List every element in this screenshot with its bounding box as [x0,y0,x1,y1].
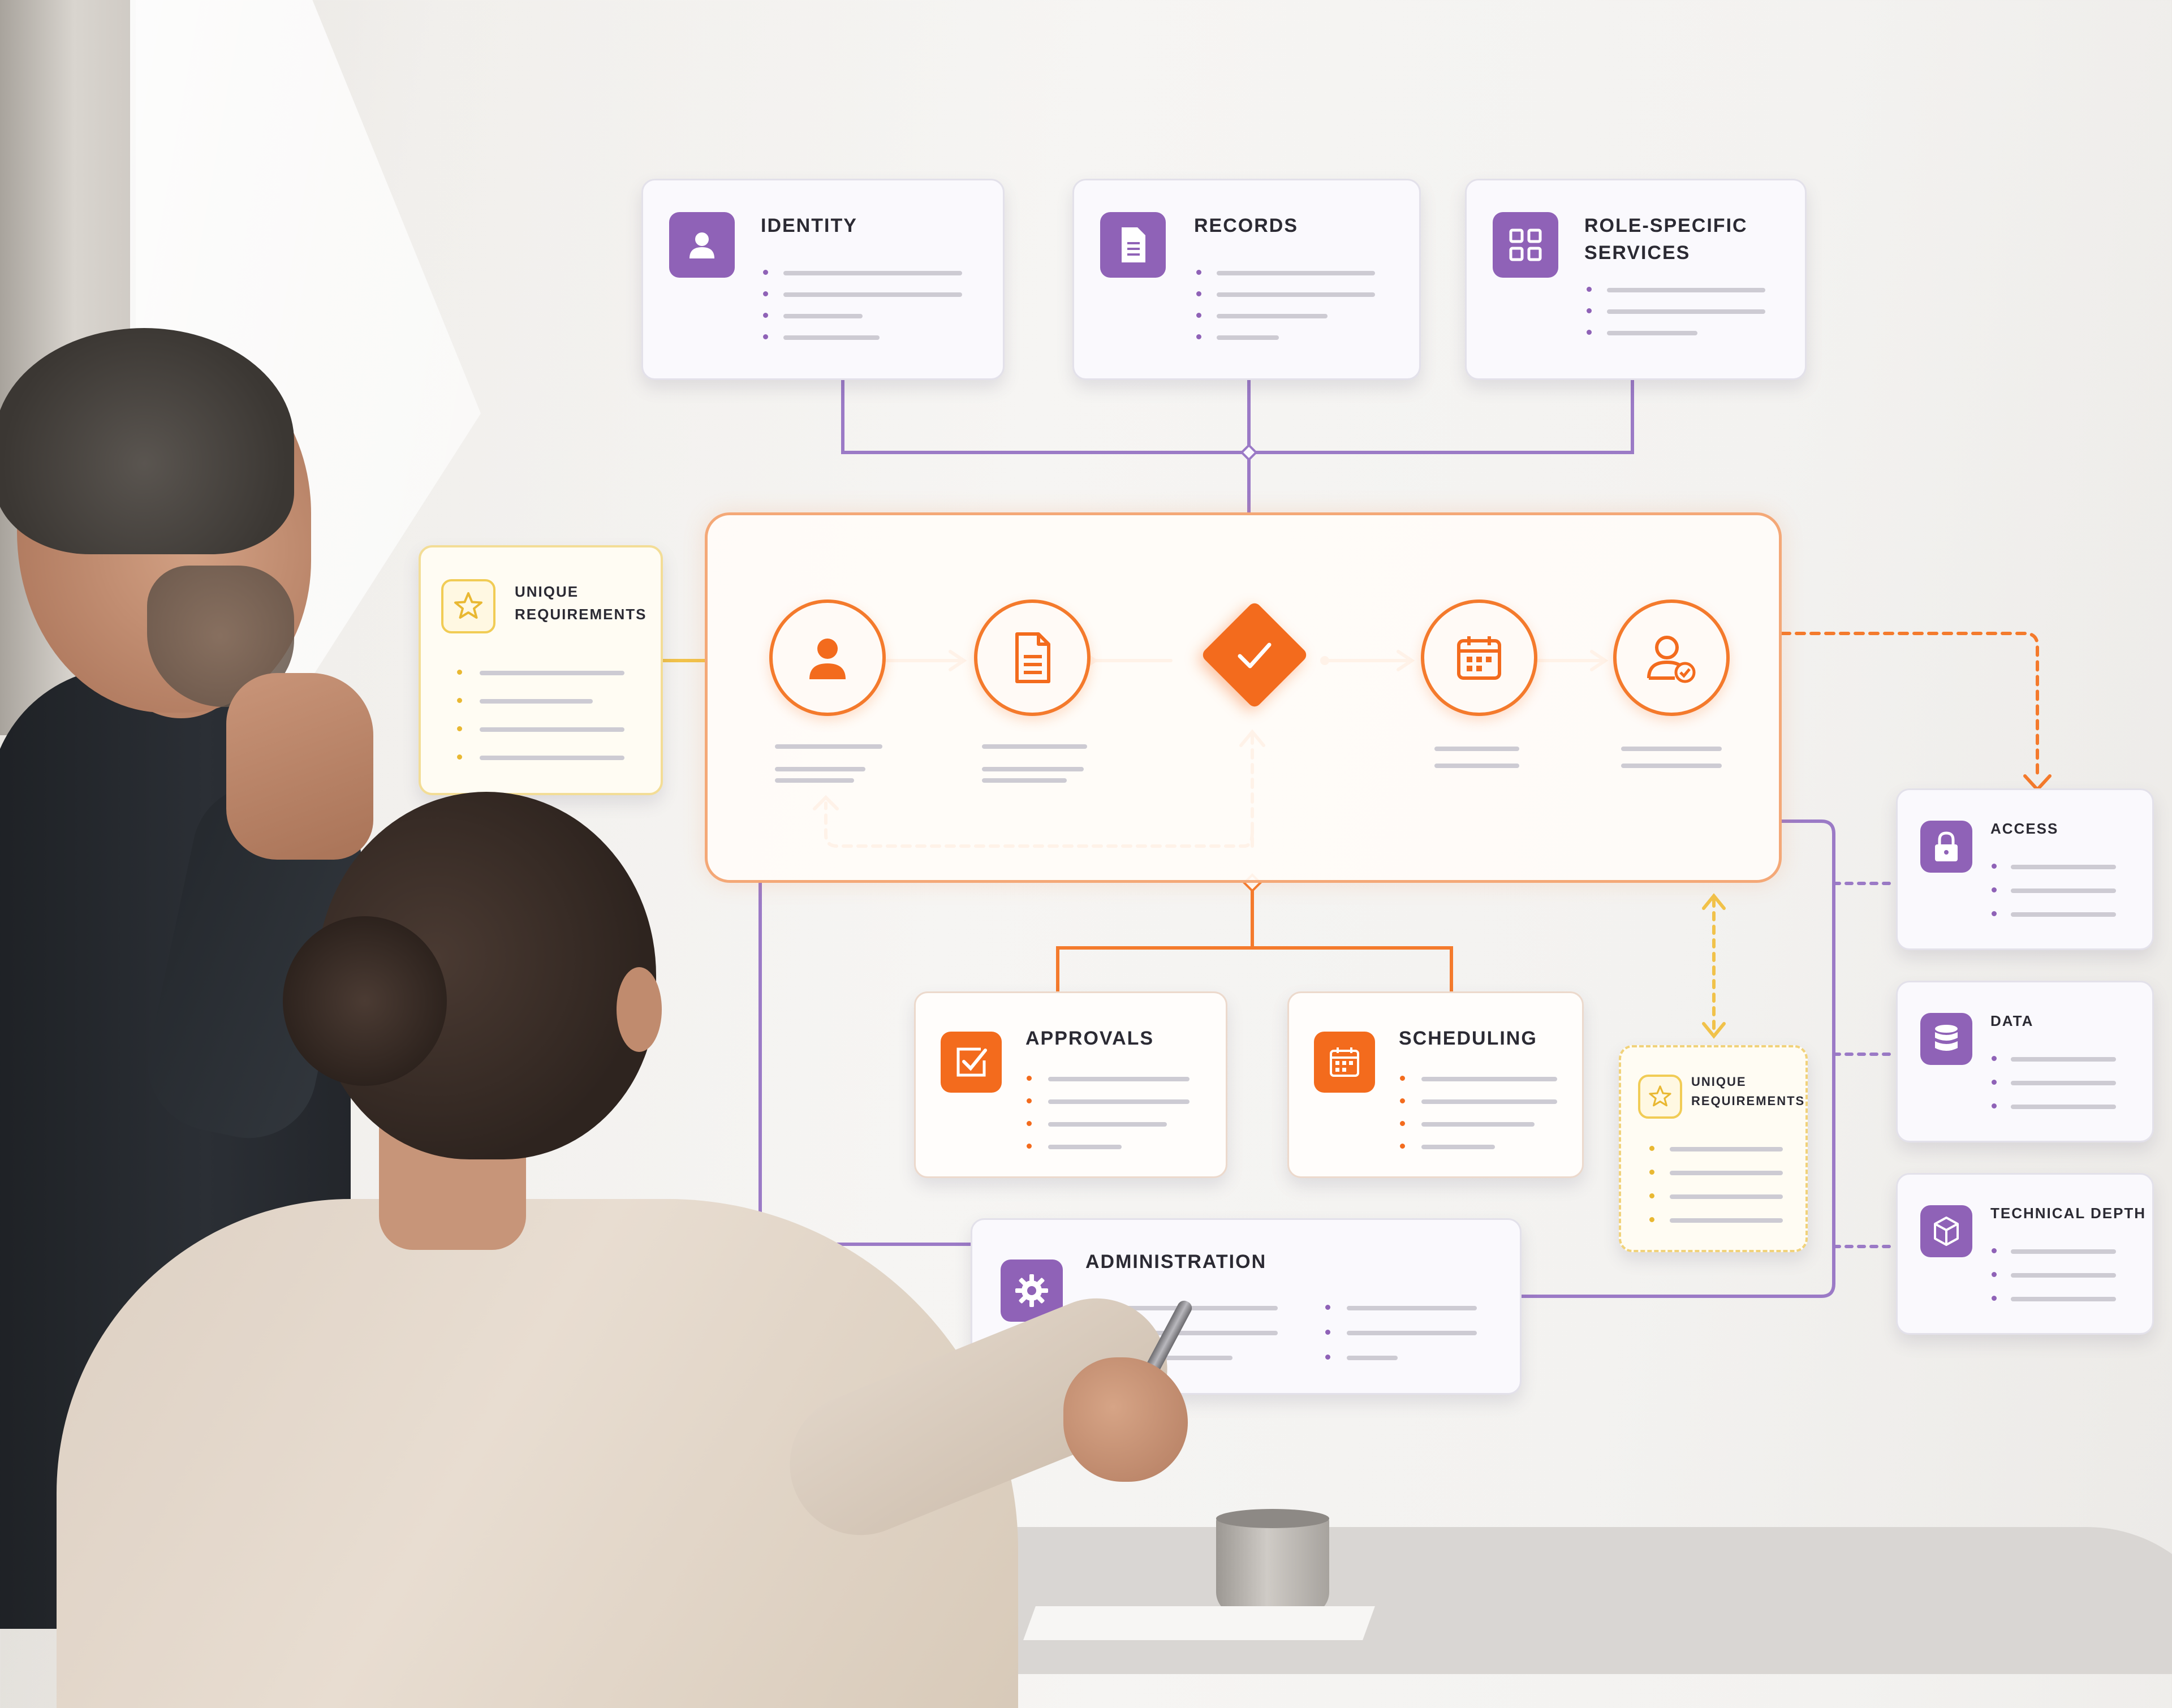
technical-depth-icon-box [1920,1205,1972,1257]
database-icon [1935,1025,1958,1051]
unique-requirements-right-card[interactable]: UNIQUE REQUIREMENTS [1619,1045,1808,1252]
user-check-icon [1647,636,1696,683]
checkmark-icon [1238,642,1272,668]
step-person[interactable] [769,599,886,716]
star-icon-box [441,579,495,633]
cube-icon [1934,1217,1959,1246]
approvals-icon-box [941,1032,1002,1093]
checkbox-icon [956,1047,987,1077]
step-document[interactable] [974,599,1091,716]
services-title: ROLE-SPECIFIC SERVICES [1584,215,1748,264]
approvals-card[interactable]: APPROVALS [914,991,1227,1178]
access-card[interactable]: ACCESS [1896,788,2154,950]
administration-title: ADMINISTRATION [1085,1251,1267,1273]
identity-card[interactable]: IDENTITY [641,179,1005,380]
role-specific-services-card[interactable]: ROLE-SPECIFIC SERVICES [1465,179,1807,380]
approvals-title: APPROVALS [1025,1028,1154,1049]
access-title: ACCESS [1990,820,2059,837]
man-hand [226,673,373,860]
unique-requirements-left-title: UNIQUE REQUIREMENTS [515,583,647,623]
step-calendar[interactable] [1421,599,1537,716]
identity-icon-box [669,212,735,278]
records-card[interactable]: RECORDS [1072,179,1421,380]
scheduling-title: SCHEDULING [1399,1028,1537,1049]
unique-requirements-left-card[interactable]: UNIQUE REQUIREMENTS [419,545,663,795]
scheduling-icon-box [1314,1032,1375,1093]
step-decision[interactable] [1200,600,1309,710]
document-icon [1015,632,1050,683]
unique-requirements-right-title: UNIQUE REQUIREMENTS [1691,1075,1805,1108]
star-icon [1649,1085,1671,1107]
technical-depth-card[interactable]: TECHNICAL DEPTH [1896,1173,2154,1335]
lock-icon [1935,831,1958,861]
coffee-cup [1216,1509,1329,1615]
woman-hand [1063,1357,1188,1482]
identity-title: IDENTITY [761,215,857,236]
records-icon-box [1100,212,1166,278]
technical-depth-title: TECHNICAL DEPTH [1990,1205,2147,1222]
person-icon [689,232,714,258]
person-icon [809,639,846,679]
star-icon-box [1638,1075,1682,1119]
calendar-icon [1330,1047,1359,1077]
access-icon-box [1920,821,1972,873]
data-icon-box [1920,1013,1972,1065]
gear-icon [1015,1274,1048,1307]
grid-icon [1509,228,1542,261]
records-title: RECORDS [1194,215,1299,236]
step-user-check[interactable] [1613,599,1730,716]
star-icon [454,592,482,619]
scheduling-card[interactable]: SCHEDULING [1287,991,1584,1178]
data-title: DATA [1990,1012,2034,1029]
services-icon-box [1493,212,1558,278]
document-icon [1122,227,1145,262]
data-card[interactable]: DATA [1896,981,2154,1142]
calendar-icon [1457,636,1501,680]
woman-hair-bun [283,916,447,1086]
woman-ear [617,967,662,1052]
man-hair [0,328,294,554]
